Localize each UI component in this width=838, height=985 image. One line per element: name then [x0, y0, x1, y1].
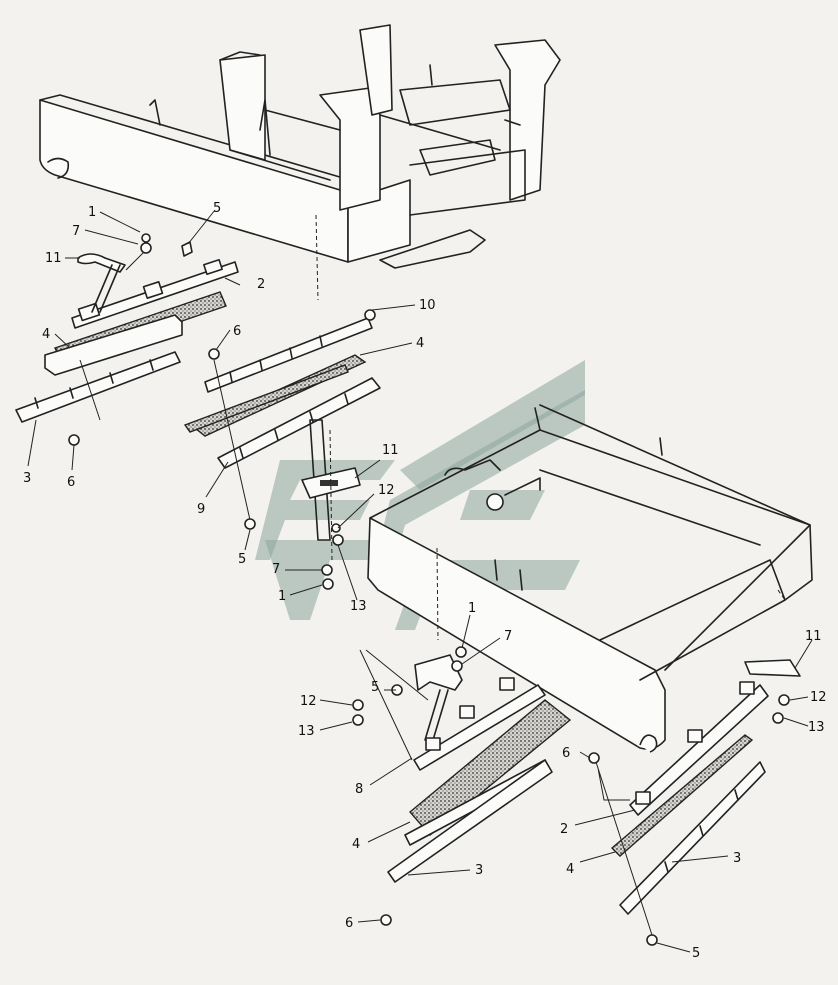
- callout-number: 4: [352, 837, 360, 852]
- callout-number: 8: [355, 782, 363, 797]
- callout-number: 5: [238, 552, 246, 567]
- callout-number: 3: [733, 851, 741, 866]
- callout-number: 5: [213, 201, 221, 216]
- lower-right-rail-group: [588, 659, 801, 946]
- upper-left-rail-group: [15, 233, 239, 446]
- callout-number: 5: [371, 680, 379, 695]
- callout-number: 11: [805, 629, 822, 644]
- callout-number: 6: [562, 746, 570, 761]
- callout-number: 11: [45, 251, 62, 266]
- callout-number: 1: [278, 589, 286, 604]
- callout-number: 3: [23, 471, 31, 486]
- callout-number: 4: [42, 327, 50, 342]
- callout-number: 11: [382, 443, 399, 458]
- callout-number: 13: [298, 724, 315, 739]
- callout-number: 12: [810, 690, 827, 705]
- callout-number: 12: [378, 483, 395, 498]
- callout-number: 12: [300, 694, 317, 709]
- callout-number: 7: [272, 562, 280, 577]
- callout-number: 7: [72, 224, 80, 239]
- callout-number: 10: [419, 298, 436, 313]
- callout-number: 2: [560, 822, 568, 837]
- callout-number: 2: [257, 277, 265, 292]
- callout-number: 1: [88, 205, 96, 220]
- callout-number: 13: [808, 720, 825, 735]
- callout-number: 13: [350, 599, 367, 614]
- callout-number: 1: [468, 601, 476, 616]
- lower-seat-frame: [367, 404, 813, 753]
- callout-number: 6: [233, 324, 241, 339]
- callout-labels: 1 7 5 11 2 4 3 6 10 6 4 9 11 12 5 7 1 13…: [23, 201, 827, 961]
- callout-number: 6: [345, 916, 353, 931]
- callout-number: 4: [566, 862, 574, 877]
- lower-center-rail-group: [352, 646, 572, 926]
- callout-number: 4: [416, 336, 424, 351]
- callout-number: 7: [504, 629, 512, 644]
- callout-leaders: [27, 209, 813, 953]
- callout-number: 5: [692, 946, 700, 961]
- upper-seat-frame: [39, 24, 561, 301]
- callout-number: 3: [475, 863, 483, 878]
- callout-number: 9: [197, 502, 205, 517]
- watermark-logo: [255, 360, 585, 630]
- center-rail-group: [183, 309, 381, 590]
- callout-number: 6: [67, 475, 75, 490]
